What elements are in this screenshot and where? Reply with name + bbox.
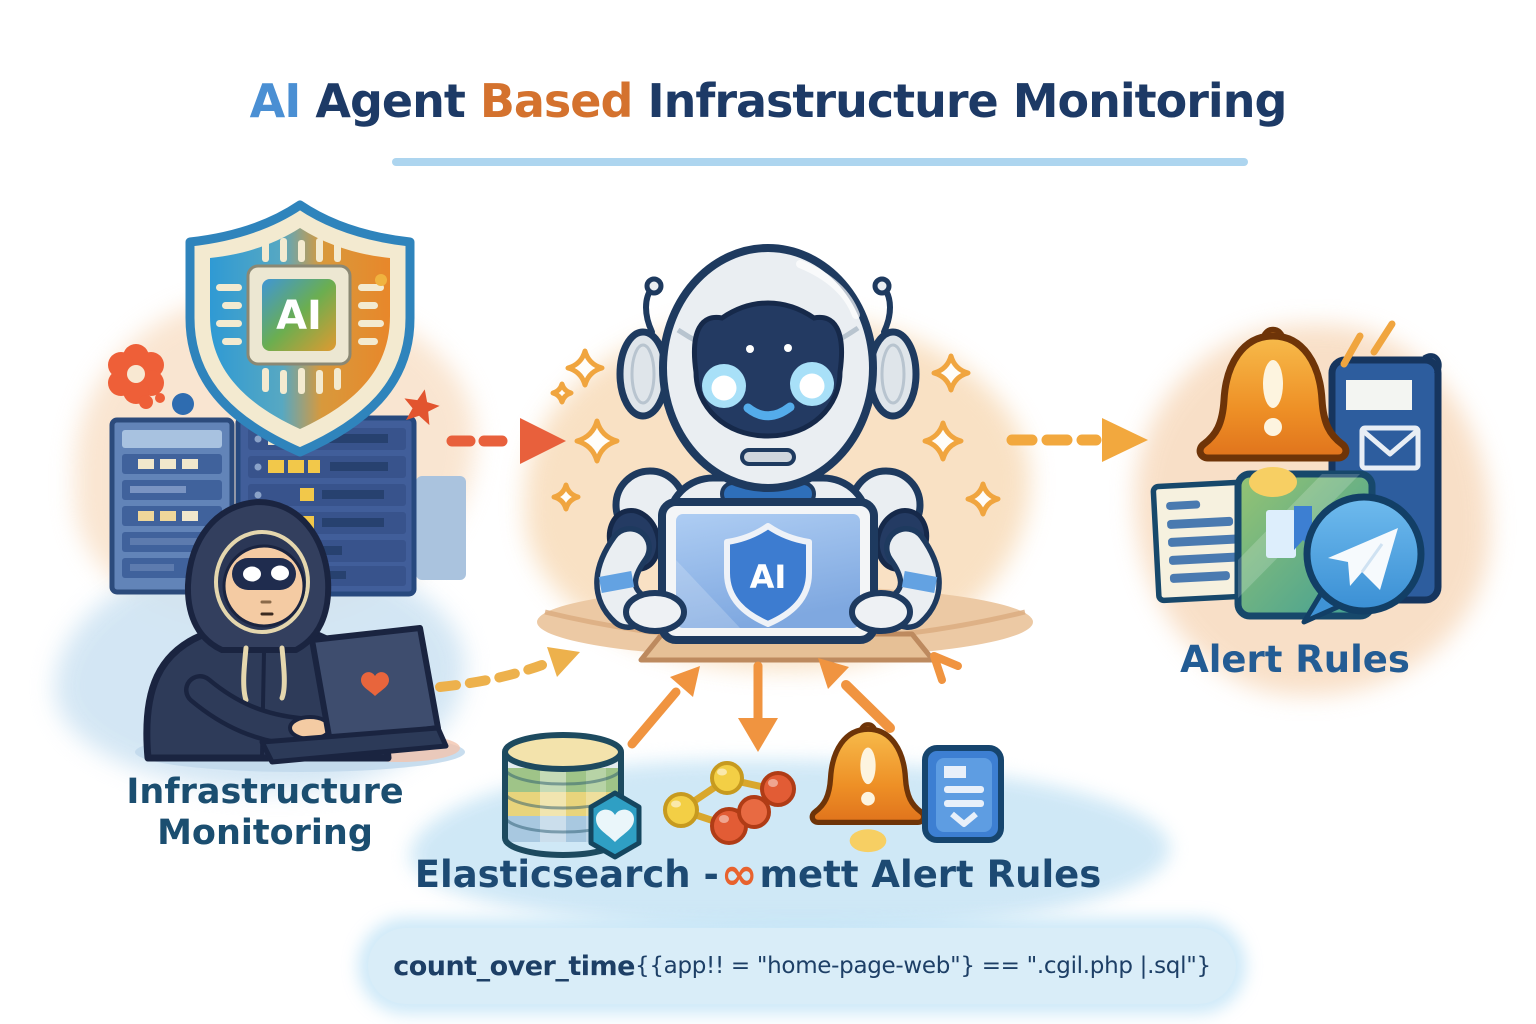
- robot-head: [659, 244, 877, 492]
- headphones-icon: [616, 328, 920, 420]
- infrastructure-monitoring-label: Infrastructure Monitoring: [85, 772, 445, 855]
- arrow-robot-to-alerts: [1006, 418, 1148, 462]
- elasticsearch-label-prefix: Elasticsearch -: [414, 853, 719, 897]
- robot-laptop-icon: AI: [658, 498, 878, 644]
- elasticsearch-label-suffix: mett Alert Rules: [759, 853, 1102, 897]
- robot-eyes: [702, 344, 834, 408]
- shield-icon: AI: [185, 200, 415, 457]
- alert-channels-illustration: [1150, 320, 1442, 625]
- graph-nodes-icon: [663, 761, 796, 845]
- arrow-hacker-to-robot: [435, 647, 580, 692]
- ai-chip-text: AI: [276, 293, 322, 339]
- alert-rules-label: Alert Rules: [1180, 638, 1410, 681]
- code-expression: {{app!! = "home-page-web"} == ".cgil.php…: [634, 953, 1211, 979]
- page-title: AI Agent Based Infrastructure Monitoring: [0, 74, 1536, 128]
- sparkle-lines: [1340, 320, 1396, 368]
- laptop-shield-icon: AI: [724, 523, 812, 627]
- telegram-icon: [1301, 493, 1425, 625]
- robot-antenna-icon: [643, 276, 893, 335]
- arrow-servers-to-robot: [446, 418, 566, 464]
- arrow-bell-to-robot: [818, 658, 895, 733]
- ai-robot-illustration: AI: [537, 244, 1033, 663]
- code-keyword: count_over_time: [393, 950, 635, 982]
- arrow-robot-to-graph: [738, 661, 778, 752]
- shield-badge-icon: [588, 790, 642, 860]
- arrow-list-to-robot: [930, 652, 962, 684]
- title-segment-based: Based: [479, 74, 648, 128]
- star-decoration-icon: [404, 389, 440, 426]
- blue-dot-decoration: [172, 393, 194, 415]
- title-underline: [392, 158, 1248, 166]
- infrastructure-illustration: AI: [108, 200, 466, 772]
- database-icon: [502, 732, 642, 860]
- robot-hand: [849, 590, 913, 634]
- title-segment-agent: Agent: [315, 74, 480, 128]
- alert-rules-list-icon: [922, 745, 1004, 843]
- sparkles: [550, 348, 1001, 517]
- arrow-database-to-robot: [627, 666, 700, 749]
- ai-chip-icon: AI: [246, 264, 352, 366]
- hacker-laptop-icon: [259, 625, 449, 765]
- robot-hand: [623, 590, 687, 634]
- title-segment-ai: AI: [249, 74, 316, 128]
- hacker-mask-icon: [232, 558, 296, 590]
- query-code-pill: count_over_time {{app!! = "home-page-web…: [368, 928, 1236, 1004]
- label-line: Infrastructure: [126, 772, 404, 812]
- data-sources-illustration: [502, 700, 1004, 860]
- flower-decoration-icon: [108, 344, 165, 409]
- heart-icon: [361, 672, 389, 696]
- label-line: Monitoring: [157, 813, 373, 854]
- laptop-shield-text: AI: [750, 558, 787, 596]
- elasticsearch-label: Elasticsearch - ∞ mett Alert Rules: [400, 853, 1116, 897]
- infinity-icon: ∞: [720, 849, 758, 900]
- hacker-illustration: [135, 499, 465, 772]
- robot-smile: [743, 402, 795, 421]
- title-segment-rest: Infrastructure Monitoring: [647, 74, 1287, 128]
